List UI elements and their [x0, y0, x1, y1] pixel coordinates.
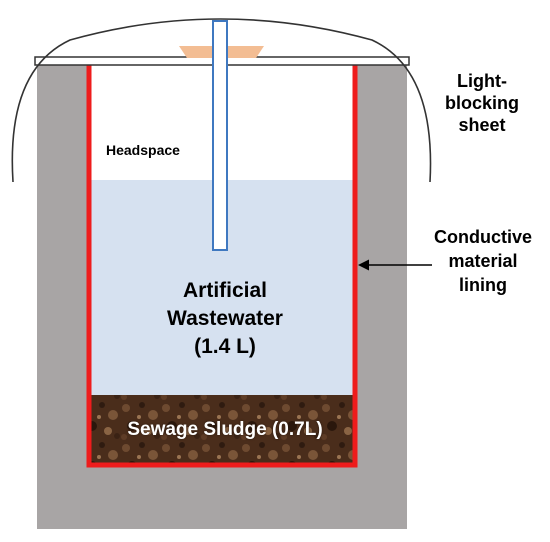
sludge-region [89, 395, 355, 465]
light-label-line3: sheet [458, 115, 506, 135]
water-label-line1: Artificial [182, 279, 268, 302]
light-label-line2: blocking [444, 93, 519, 113]
conductive-label-line3: lining [459, 275, 507, 295]
outer-wall-bottom [37, 467, 407, 529]
sampling-tube [212, 20, 228, 251]
conductive-label-line2: material [448, 251, 518, 271]
lining-arrow-head [358, 259, 369, 271]
light-blocking-sheet [11, 18, 432, 183]
light-label-line1: Light- [457, 71, 507, 91]
headspace-text: Headspace [106, 142, 180, 158]
wastewater-label: Artificial Wastewater (1.4 L) [130, 277, 320, 361]
conductive-lining [86, 64, 358, 468]
sludge-text: Sewage Sludge (0.7L) [127, 419, 323, 440]
outer-wall-right [357, 64, 407, 529]
water-label-line2: Wastewater [167, 307, 283, 330]
water-label-line3: (1.4 L) [194, 335, 256, 358]
light-blocking-sheet-label: Light- blocking sheet [432, 70, 532, 136]
conductive-lining-label: Conductive material lining [418, 225, 548, 297]
headspace-label: Headspace [106, 142, 216, 158]
sludge-label: Sewage Sludge (0.7L) [92, 419, 358, 441]
conductive-label-line1: Conductive [433, 227, 532, 247]
outer-wall-left [37, 64, 87, 529]
